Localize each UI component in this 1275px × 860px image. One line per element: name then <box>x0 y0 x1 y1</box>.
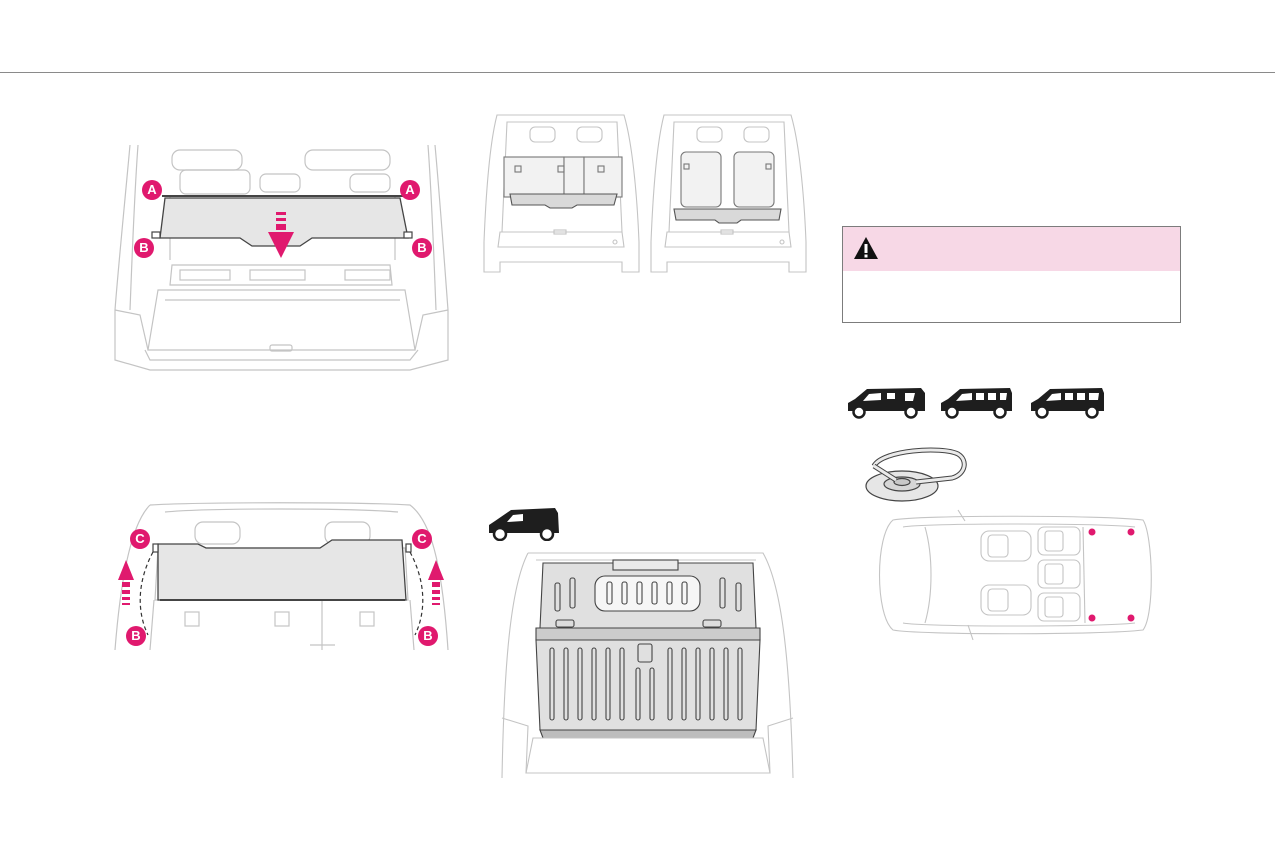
callout-a-left: A <box>142 180 162 200</box>
callout-c-right: C <box>412 529 432 549</box>
cargo-cover-removal-figure: C C B B <box>110 500 455 660</box>
warning-triangle-icon <box>853 235 879 266</box>
rear-view-low-position <box>483 114 640 273</box>
cargo-cover-positions-figure <box>482 112 812 277</box>
callout-b-lower-right: B <box>418 626 438 646</box>
callout-b-right: B <box>412 238 432 258</box>
cargo-partition-figure <box>498 548 798 780</box>
warning-header <box>843 227 1180 271</box>
lashing-ring-figure <box>862 444 970 504</box>
rear-view-high-position <box>650 114 807 273</box>
vehicle-icon-passenger <box>938 385 1014 424</box>
vehicle-icon-short-van <box>845 385 927 424</box>
van-version-icon <box>485 505 561 546</box>
callout-a-right: A <box>400 180 420 200</box>
vehicle-icon-long <box>1028 385 1106 424</box>
top-rule <box>0 72 1275 73</box>
warning-box <box>842 226 1181 323</box>
cargo-cover-installation-figure: A A B B <box>110 140 455 375</box>
anchor-points-top-view <box>873 505 1158 645</box>
callout-b-lower-left: B <box>126 626 146 646</box>
callout-b-left: B <box>134 238 154 258</box>
callout-c-left: C <box>130 529 150 549</box>
